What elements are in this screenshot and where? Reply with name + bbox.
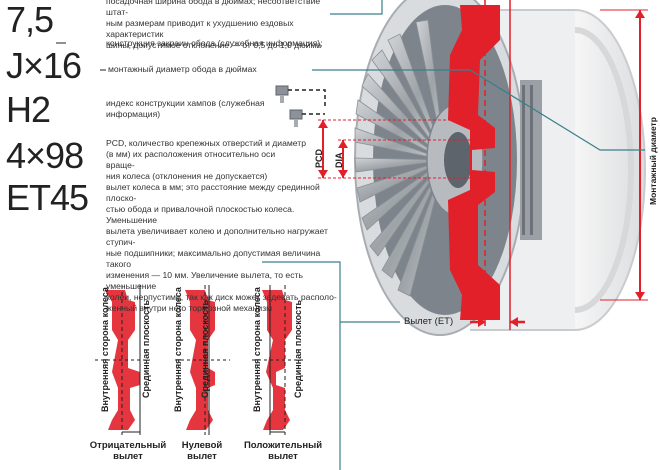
- profile2-caption: Нулевой вылет: [181, 440, 223, 462]
- desc-et: вылет колеса в мм; это расстояние между …: [106, 182, 337, 313]
- profile2-inner-side: Внутренняя сторона колеса: [173, 287, 183, 412]
- desc-mount: монтажный диаметр обода в дюймах: [108, 64, 257, 74]
- bolt-icons: [275, 85, 326, 127]
- code-flange: J×16: [6, 45, 82, 86]
- code-width: 7,5: [6, 0, 54, 40]
- code-pcd: 4×98: [6, 135, 84, 176]
- profile2-mid-plane: Срединная плоскость: [200, 299, 210, 398]
- profile3-mid-plane: Срединная плоскость: [293, 299, 303, 398]
- code-leaders: [56, 42, 106, 71]
- pcd-dia-dimension: [318, 119, 470, 179]
- label-dia: DIA: [334, 152, 344, 169]
- code-et: ET45: [6, 177, 89, 218]
- desc-hump: индекс конструкции хампов (служебная инф…: [106, 98, 265, 119]
- code-hump: H2: [6, 89, 51, 130]
- rim-section: [448, 5, 500, 320]
- mount-diameter-dimension: [600, 9, 648, 301]
- desc-width: посадочная ширина обода в дюймах; несоот…: [106, 0, 322, 50]
- wheel-face: [354, 0, 526, 336]
- profile1-caption: Отрицательный вылет: [89, 440, 167, 462]
- brake-disc: [520, 80, 542, 240]
- offset-dimension: [470, 317, 525, 327]
- label-pcd: PCD: [314, 148, 324, 168]
- label-offset: Вылет (ET): [404, 316, 454, 327]
- profile3-inner-side: Внутренняя сторона колеса: [252, 287, 262, 412]
- desc-pcd: PCD, количество крепежных отверстий и ди…: [106, 138, 306, 181]
- profile1-mid-plane: Срединная плоскость: [141, 299, 151, 398]
- label-mount-diameter: Монтажный диаметр: [648, 117, 658, 205]
- profile3-caption: Положительный вылет: [243, 440, 323, 462]
- profile1-inner-side: Внутренняя сторона колеса: [100, 287, 110, 412]
- desc-flange: конструкция закраин обода (служебная инф…: [106, 38, 323, 48]
- leader-lines: [262, 0, 645, 470]
